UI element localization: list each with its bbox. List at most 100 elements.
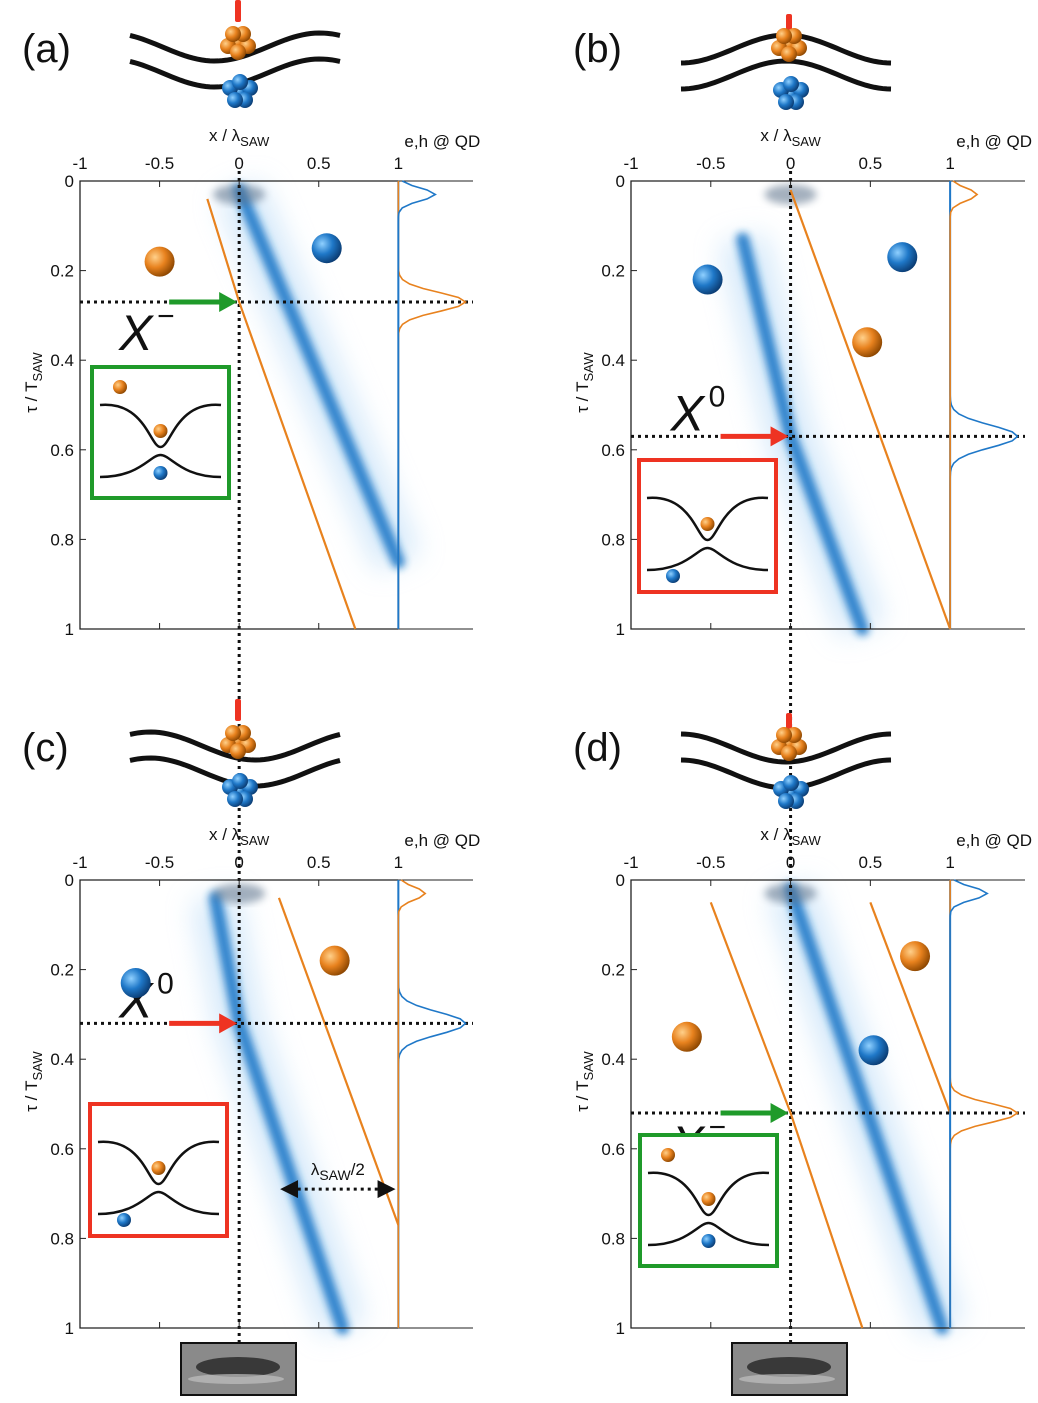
y-axis-label: τ / TSAW <box>22 1051 45 1112</box>
hole-qd-trace <box>397 879 427 1328</box>
electron-track <box>784 882 949 1335</box>
electron-ball <box>311 233 342 264</box>
x-tick-label: 0.5 <box>307 853 331 872</box>
x-tick-label: 0.5 <box>859 154 883 173</box>
electron-ball <box>692 264 723 295</box>
electron-track <box>736 232 869 636</box>
inset-electron <box>153 466 168 480</box>
y-axis-label-text: τ / TSAW <box>573 1051 596 1112</box>
electron-qd-trace <box>949 879 989 1328</box>
x-axis-label: x / λSAW <box>760 825 821 848</box>
x-tick-label: -0.5 <box>696 853 725 872</box>
electron-qd-trace <box>949 181 1019 629</box>
panel-label: (b) <box>573 27 622 71</box>
y-tick-label: 0.6 <box>50 1140 74 1159</box>
x-tick-label: 1 <box>394 154 403 173</box>
x-tick-label: 0 <box>234 154 243 173</box>
hole-cluster-ball <box>225 725 241 741</box>
electron-qd-trace <box>397 880 467 1328</box>
x-tick-label: -0.5 <box>145 154 174 173</box>
y-tick-label: 0 <box>65 871 74 890</box>
y-axis-label-text: τ / TSAW <box>22 352 45 413</box>
hole-cluster-ball <box>230 44 246 60</box>
y-tick-label: 0.2 <box>601 961 625 980</box>
x-tick-label: 0 <box>234 853 243 872</box>
eh-at-qd-label: e,h @ QD <box>404 831 480 850</box>
qd-micrograph-right <box>731 1342 848 1396</box>
x-axis-label-text: x / λSAW <box>760 825 821 848</box>
x-tick-label: -1 <box>72 154 87 173</box>
electron-ball <box>120 968 151 999</box>
electron-cluster-ball <box>232 74 248 90</box>
valence-band-line <box>97 1190 220 1216</box>
panel-label: (d) <box>573 726 622 770</box>
hole-qd-trace <box>397 181 468 629</box>
inset-electron <box>666 569 680 583</box>
saw-wave-cartoon <box>129 0 341 108</box>
x-axis-label-text: x / λSAW <box>209 825 270 848</box>
y-tick-label: 0.2 <box>50 961 74 980</box>
micrograph-dot <box>747 1357 831 1377</box>
electron-cluster-ball <box>778 94 794 110</box>
hole-qd-trace <box>949 880 1020 1328</box>
panel-label: (a) <box>22 27 71 71</box>
x-tick-label: -1 <box>72 853 87 872</box>
eh-at-qd-label: e,h @ QD <box>956 132 1032 151</box>
micrograph-edge <box>739 1374 835 1384</box>
x-tick-label: -1 <box>623 154 638 173</box>
hole-track <box>869 902 952 1114</box>
inset-hole <box>153 424 168 438</box>
electron-cluster-ball <box>227 92 243 108</box>
eh-at-qd-label: e,h @ QD <box>404 132 480 151</box>
valence-band-line <box>99 453 222 479</box>
exciton-label: X <box>118 305 154 361</box>
valence-band-line <box>646 546 769 572</box>
exciton-label: X <box>670 385 706 441</box>
panel-c-density <box>192 883 365 1336</box>
panel-c: -1 -0.5 0 0.5 1 0 0.2 0.4 0.6 0.8 1 x / λSAW τ / TSA… <box>22 699 480 1338</box>
emission-arrow-head <box>770 426 789 447</box>
x-axis-label-text: x / λSAW <box>760 126 821 149</box>
y-tick-label: 1 <box>65 1319 74 1338</box>
wave-upper <box>680 731 892 765</box>
y-tick-label: 0.8 <box>50 530 74 549</box>
y-axis-label: τ / TSAW <box>573 352 596 413</box>
y-tick-label: 0 <box>65 172 74 191</box>
x-tick-label: -0.5 <box>696 154 725 173</box>
x-tick-label: 0.5 <box>307 154 331 173</box>
exciton-charge: − <box>157 300 175 333</box>
y-axis-label: τ / TSAW <box>22 352 45 413</box>
inset-extra-hole <box>661 1148 675 1162</box>
y-tick-label: 0.4 <box>601 1050 625 1069</box>
x-axis-label-text: x / λSAW <box>209 126 270 149</box>
y-tick-label: 0.4 <box>50 1050 74 1069</box>
hole-qd-trace <box>949 180 979 629</box>
x-axis-label: x / λSAW <box>760 126 821 149</box>
panel-label: (c) <box>22 726 69 770</box>
y-tick-label: 0 <box>616 871 625 890</box>
hole-ball <box>671 1021 702 1052</box>
y-axis-label: τ / TSAW <box>573 1051 596 1112</box>
electron-ball <box>887 242 918 273</box>
panels-layer: -1 -0.5 0 0.5 1 0 0.2 0.4 0.6 0.8 1 x / λSAW τ / TSA… <box>22 0 1032 1396</box>
electron-ball <box>858 1035 889 1066</box>
x-tick-label: -0.5 <box>145 853 174 872</box>
x-tick-label: -1 <box>623 853 638 872</box>
x-tick-label: 1 <box>394 853 403 872</box>
saw-wave-cartoon <box>129 699 341 807</box>
x-tick-label: 0 <box>786 853 795 872</box>
y-tick-label: 1 <box>65 620 74 639</box>
panel-a-density <box>213 180 420 571</box>
exciton-charge: 0 <box>157 967 174 1000</box>
saw-wave-cartoon <box>680 14 892 110</box>
half-wavelength-label: λSAW/2 <box>311 1160 365 1183</box>
y-tick-label: 0.8 <box>50 1229 74 1248</box>
x-tick-label: 0 <box>786 154 795 173</box>
x-axis-label: x / λSAW <box>209 825 270 848</box>
electron-cluster-ball <box>232 773 248 789</box>
eh-at-qd-label: e,h @ QD <box>956 831 1032 850</box>
y-tick-label: 1 <box>616 1319 625 1338</box>
x-tick-label: 1 <box>945 154 954 173</box>
